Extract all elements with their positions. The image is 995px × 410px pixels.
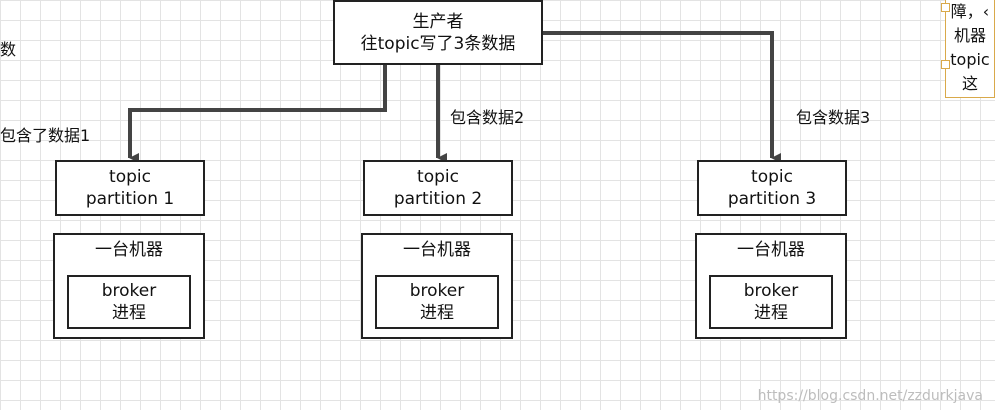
edge-label-1: 包含了数据1 [0,126,91,145]
process-label: 进程 [420,303,454,323]
partition-label: partition 3 [727,189,817,209]
topic-label: topic [751,167,793,187]
truncated-left-text: 数 [0,40,17,59]
partition-label: partition 1 [85,189,175,209]
arrow-to-partition-3 [543,31,781,163]
note-line: 机器 [953,26,986,45]
cropped-note: 障，‹ 机器 topic 这 [945,0,995,98]
topic-label: topic [109,167,151,187]
arrow-to-partition-1 [128,65,387,163]
topic-label: topic [417,167,459,187]
resize-handle[interactable] [941,3,950,12]
note-line: 这 [961,74,978,93]
process-label: 进程 [754,303,788,323]
producer-description: 往topic写了3条数据 [360,33,516,54]
broker-process-box-3: broker 进程 [709,275,833,329]
watermark: https://blog.csdn.net/zzdurkjava [757,388,983,404]
topic-partition-3-box: topic partition 3 [697,160,847,216]
machine-box-1: 一台机器 broker 进程 [53,233,205,339]
machine-label: 一台机器 [737,240,805,260]
note-line: 障，‹ [950,2,990,21]
broker-process-box-1: broker 进程 [67,275,191,329]
topic-partition-1-box: topic partition 1 [55,160,205,216]
machine-label: 一台机器 [95,240,163,260]
broker-label: broker [743,281,799,301]
process-label: 进程 [112,303,146,323]
machine-box-3: 一台机器 broker 进程 [695,233,847,339]
producer-box: 生产者 往topic写了3条数据 [333,0,543,65]
note-line: topic [950,50,990,69]
broker-label: broker [409,281,465,301]
partition-label: partition 2 [393,189,483,209]
edge-label-2: 包含数据2 [450,108,525,127]
producer-title: 生产者 [412,11,464,32]
machine-label: 一台机器 [403,240,471,260]
broker-label: broker [101,281,157,301]
broker-process-box-2: broker 进程 [375,275,499,329]
edge-label-3: 包含数据3 [796,108,871,127]
machine-box-2: 一台机器 broker 进程 [361,233,513,339]
topic-partition-2-box: topic partition 2 [363,160,513,216]
resize-handle[interactable] [941,60,950,69]
